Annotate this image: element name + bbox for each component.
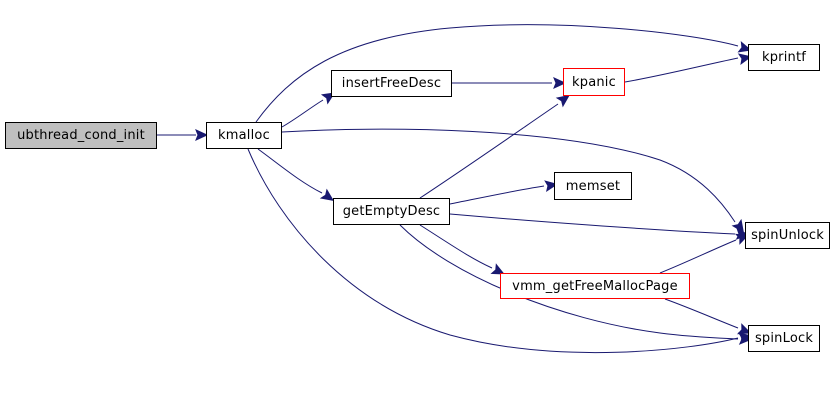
graph-node-spinLock[interactable]: spinLock — [748, 325, 820, 352]
arrow-head-vmm-in — [490, 263, 505, 275]
arrow-head-kprintf-in-kpanic — [737, 53, 752, 66]
graph-node-label: getEmptyDesc — [342, 204, 441, 219]
graph-edge-kpanic-to-kprintf — [624, 57, 739, 83]
graph-node-insertFreeDesc[interactable]: insertFreeDesc — [331, 70, 452, 97]
graph-node-kmalloc[interactable]: kmalloc — [206, 122, 282, 149]
graph-node-ubthread_cond_init[interactable]: ubthread_cond_init — [5, 122, 157, 149]
graph-edge-kmalloc-to-spinUnlock — [281, 128, 736, 223]
graph-edge-kmalloc-to-spinLock — [247, 148, 739, 354]
graph-node-kpanic[interactable]: kpanic — [563, 68, 625, 96]
arrow-head-spinLock-in-vmm — [736, 323, 752, 335]
graph-edge-vmm_getFreeMallocPage-to-spinUnlock — [659, 239, 737, 274]
graph-edge-kmalloc-to-kprintf — [255, 24, 739, 123]
graph-node-label: vmm_getFreeMallocPage — [512, 278, 678, 294]
graph-node-getEmptyDesc[interactable]: getEmptyDesc — [333, 198, 450, 225]
graph-edge-getEmptyDesc-to-spinUnlock — [449, 213, 736, 235]
arrow-head-kpanic-in-insert — [553, 77, 567, 89]
arrow-head-spinLock-in-getempty — [738, 333, 753, 345]
graph-node-label: memset — [565, 178, 621, 194]
graph-edge-kmalloc-to-insertFreeDesc — [281, 99, 324, 128]
graph-node-label: spinLock — [754, 331, 814, 346]
graph-node-vmm_getFreeMallocPage[interactable]: vmm_getFreeMallocPage — [500, 273, 690, 299]
graph-edge-getEmptyDesc-to-vmm_getFreeMallocPage — [419, 224, 493, 269]
graph-edge-kmalloc-to-getEmptyDesc — [257, 148, 323, 194]
arrow-head-kpanic-in-getempty — [555, 94, 570, 108]
graph-node-memset[interactable]: memset — [554, 172, 632, 200]
graph-node-label: kmalloc — [218, 128, 270, 143]
arrow-head-kmalloc-in — [195, 129, 209, 141]
graph-edge-getEmptyDesc-to-memset — [449, 185, 545, 205]
graph-node-label: ubthread_cond_init — [17, 128, 145, 143]
graph-edge-getEmptyDesc-to-kpanic — [419, 103, 559, 199]
graph-node-label: insertFreeDesc — [341, 76, 442, 91]
graph-edge-vmm_getFreeMallocPage-to-spinLock — [664, 298, 739, 329]
arrow-head-spinUnlock-in-kmalloc — [731, 218, 745, 234]
arrow-head-kprintf-in-kmalloc — [737, 41, 752, 53]
graph-node-spinUnlock[interactable]: spinUnlock — [745, 222, 830, 249]
graph-node-kprintf[interactable]: kprintf — [748, 44, 820, 71]
graph-node-label: kprintf — [761, 50, 807, 65]
graph-node-label: spinUnlock — [751, 228, 824, 243]
arrow-head-getEmptyDesc-in — [319, 188, 335, 202]
arrow-head-memset-in — [544, 180, 559, 193]
graph-edge-getEmptyDesc-to-spinLock — [399, 224, 739, 340]
graph-node-label: kpanic — [572, 74, 616, 90]
